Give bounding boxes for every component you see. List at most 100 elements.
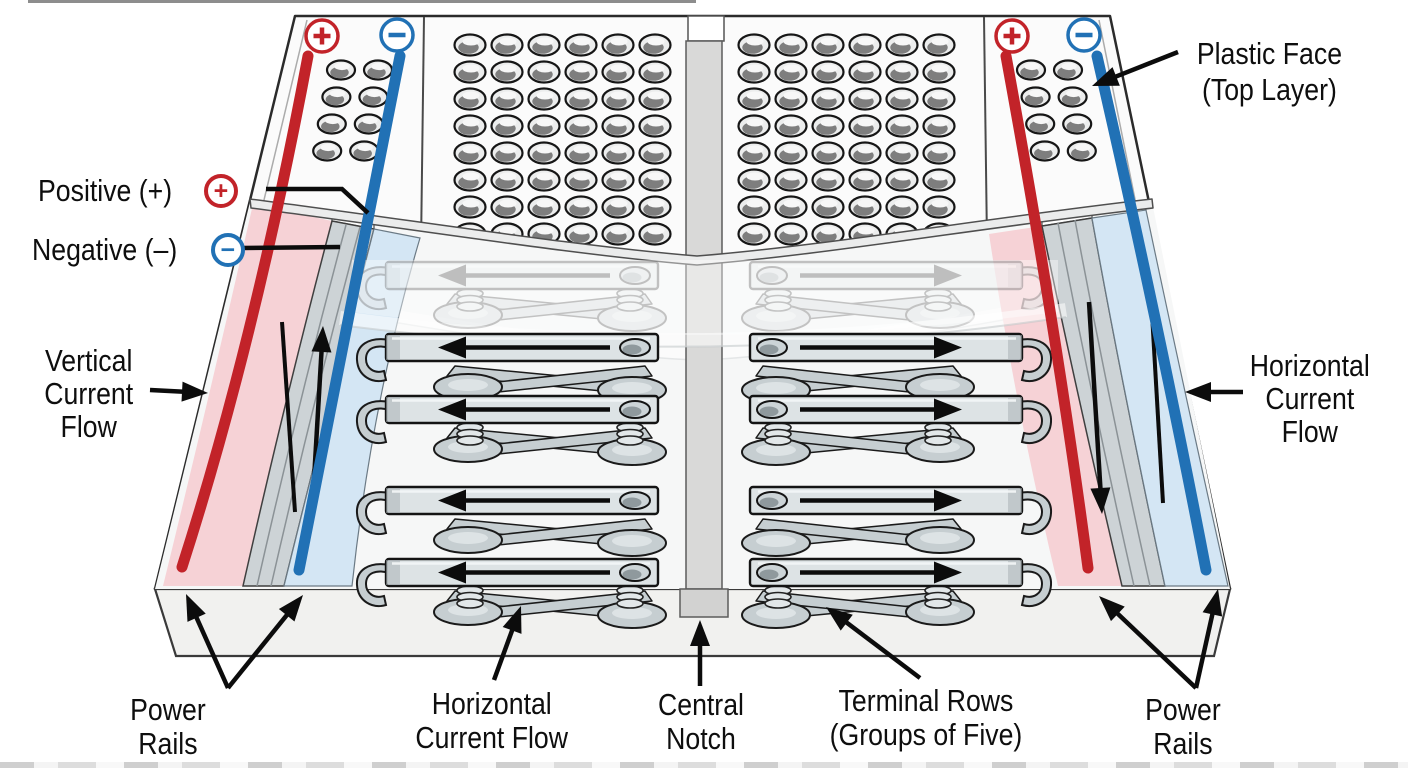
hole <box>564 141 598 165</box>
hole <box>490 141 524 165</box>
left-terminal-clip <box>355 394 667 466</box>
current-arrow-left <box>438 561 610 584</box>
label-positive: Positive (+) + <box>38 173 238 209</box>
current-arrow-left <box>438 336 610 359</box>
hole <box>885 114 919 138</box>
hole <box>453 33 487 57</box>
hole <box>638 87 672 111</box>
hole <box>885 141 919 165</box>
right-positive-rail <box>1000 50 1094 574</box>
hole <box>922 60 956 84</box>
hole <box>453 60 487 84</box>
hole <box>922 33 956 57</box>
hole <box>737 168 771 192</box>
hole <box>811 168 845 192</box>
current-arrow-right <box>800 336 962 359</box>
hole <box>601 114 635 138</box>
hole <box>737 195 771 219</box>
label-power-rails-right: Power Rails <box>1145 692 1221 761</box>
central-notch-callout <box>690 620 710 686</box>
hole <box>1057 86 1088 108</box>
central-notch-top-gap <box>687 15 725 42</box>
terminal-clip-rows <box>355 332 1053 629</box>
left-terminal-clip <box>355 485 667 557</box>
hole <box>601 168 635 192</box>
hole <box>490 87 524 111</box>
hole <box>638 168 672 192</box>
horizontal-flow-bottom-callout <box>491 606 522 681</box>
label-horizontal-current-flow-right: Horizontal Current Flow <box>1249 348 1371 449</box>
hole <box>490 168 524 192</box>
circled-minus-icon: − <box>210 233 245 267</box>
hole <box>638 33 672 57</box>
hole <box>848 195 882 219</box>
hole <box>564 33 598 57</box>
hole <box>453 195 487 219</box>
hole <box>848 168 882 192</box>
label-power-rails-left: Power Rails <box>130 692 206 761</box>
label-terminal-rows: Terminal Rows (Groups of Five) <box>829 683 1023 752</box>
hole <box>490 60 524 84</box>
hole <box>527 141 561 165</box>
label-negative: Negative (–) − <box>32 232 245 268</box>
hole <box>811 114 845 138</box>
hole <box>848 114 882 138</box>
hole <box>922 114 956 138</box>
hole <box>1066 140 1097 162</box>
hole <box>848 33 882 57</box>
hole <box>564 60 598 84</box>
hole <box>774 87 808 111</box>
hole <box>349 140 380 162</box>
plastic-face-cut-edge <box>249 198 1154 266</box>
hole <box>638 195 672 219</box>
hole <box>1052 59 1084 81</box>
hole <box>601 33 635 57</box>
plastic-face-callout <box>1092 49 1179 86</box>
hole <box>774 114 808 138</box>
hole <box>490 114 524 138</box>
hole <box>1015 59 1047 81</box>
hole <box>527 87 561 111</box>
hole <box>774 195 808 219</box>
hole <box>453 141 487 165</box>
right-negative-rail <box>1091 50 1212 576</box>
hole <box>527 195 561 219</box>
hole <box>737 222 771 246</box>
power-rails-right-callout-a <box>1099 596 1198 690</box>
ghost-terminal-row <box>355 260 1053 332</box>
hole <box>737 33 771 57</box>
central-notch-front <box>679 588 729 618</box>
hole <box>811 33 845 57</box>
positive-leader-line <box>266 186 370 215</box>
right-terminal-clip <box>741 260 1053 332</box>
hole <box>316 113 347 135</box>
hole <box>601 141 635 165</box>
hole <box>527 114 561 138</box>
current-arrow-left <box>438 489 610 512</box>
hole <box>601 222 635 246</box>
hole <box>564 87 598 111</box>
scan-artifact-bottom <box>0 762 1408 768</box>
hole <box>601 60 635 84</box>
hole <box>885 60 919 84</box>
left-terminal-clip <box>355 332 667 404</box>
hole <box>885 168 919 192</box>
hole <box>490 195 524 219</box>
left-positive-rail <box>176 50 314 573</box>
vertical-flow-callout <box>149 381 208 402</box>
hole <box>737 141 771 165</box>
hole <box>811 195 845 219</box>
hole <box>848 141 882 165</box>
hole-grid <box>312 33 1097 246</box>
label-horizontal-current-flow-bottom: Horizontal Current Flow <box>415 686 569 755</box>
hole <box>564 195 598 219</box>
hole <box>321 86 352 108</box>
hole <box>325 59 357 81</box>
hole <box>527 33 561 57</box>
hole <box>774 141 808 165</box>
hole <box>358 86 389 108</box>
hole <box>774 222 808 246</box>
right-terminal-clip <box>741 394 1053 466</box>
